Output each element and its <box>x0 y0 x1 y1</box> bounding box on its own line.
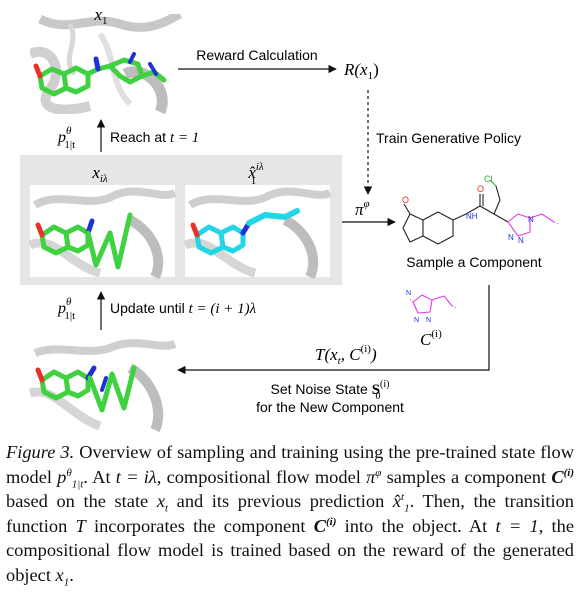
caption-text-2: . At <box>83 466 116 487</box>
caption-text-6: and its previous prediction <box>168 491 393 511</box>
protein-panel-mid-left <box>28 185 177 280</box>
mol-n1: N <box>528 215 534 224</box>
component-fragment <box>408 294 457 314</box>
caption-text-9: into the object. At <box>336 515 496 536</box>
caption-math-c: C(i) <box>551 466 574 487</box>
label-sample-component: Sample a Component <box>406 254 542 270</box>
label-x1: x1 <box>93 5 107 27</box>
caption-math-t1: t = 1 <box>495 515 539 536</box>
label-c-i: C(i) <box>420 328 442 349</box>
caption-text-1: Overview of sampling and training using … <box>6 442 574 487</box>
label-train-policy: Train Generative Policy <box>376 130 521 146</box>
protein-panel-top <box>30 14 183 114</box>
caption-text-10: , the compositional flow model is traine… <box>6 515 574 585</box>
frag-n2: N <box>414 317 419 324</box>
caption-text-7: . Then, the transition function <box>6 491 574 536</box>
caption-text-8: incorporates the component <box>85 515 314 536</box>
label-pi-phi: πφ <box>355 198 370 219</box>
caption-math-xt: xt <box>156 491 169 515</box>
label-reach-at: Reach at t = 1 <box>110 129 199 146</box>
ligand-top <box>33 52 167 97</box>
sampled-molecule <box>402 179 559 245</box>
protein-panel-bottom <box>28 338 177 433</box>
caption-math-p: pθ1|t <box>57 466 84 491</box>
mol-nh: NH <box>466 212 478 221</box>
caption-math-pi: πφ <box>366 466 382 487</box>
caption-text-5: based on the state <box>6 491 157 511</box>
label-noise-state-line1: Set Noise State S(i)0 <box>271 379 390 402</box>
caption-math-x1: x1 <box>55 564 70 589</box>
overview-diagram: x1 Reward Calculation R(x1) Train Genera… <box>20 5 559 433</box>
mol-n2: N <box>508 233 514 242</box>
frag-n3: N <box>426 317 431 324</box>
caption-math-t-eq: t = iλ <box>115 466 157 487</box>
caption-text-4: samples a component <box>381 466 552 487</box>
label-x-i-lambda: xiλ <box>91 163 108 185</box>
mol-oxygen-ketone: O <box>402 195 409 205</box>
caption-figure-label: Figure 3. <box>6 442 75 462</box>
caption-math-T: T <box>75 515 86 536</box>
mol-chlorine: Cl <box>484 174 493 184</box>
label-reward-calculation: Reward Calculation <box>196 47 317 63</box>
caption-math-c2: C(i) <box>313 515 337 536</box>
caption-text-3: , compositional flow model <box>156 466 367 487</box>
frag-n1: N <box>406 290 411 297</box>
label-noise-state-line2: for the New Component <box>256 399 404 415</box>
protein-panel-mid-right <box>183 185 332 280</box>
figure-caption: Figure 3. Overview of sampling and train… <box>6 440 574 589</box>
mol-n3: N <box>518 236 524 245</box>
label-update-until: Update until t = (i + 1)λ <box>110 300 257 317</box>
label-transition: T(xt, C(i)) <box>315 343 377 367</box>
label-reward-fn: R(x1) <box>343 60 379 82</box>
mol-oxygen-amide: O <box>477 184 484 194</box>
caption-text-11: . <box>69 564 74 585</box>
caption-math-xhat: x̂t1 <box>392 490 410 515</box>
transition-arrow <box>177 285 490 375</box>
